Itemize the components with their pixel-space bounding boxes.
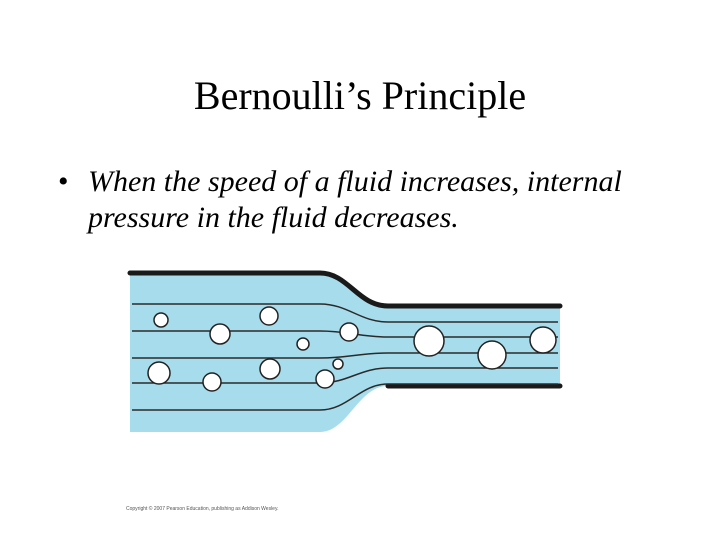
bubble (153, 312, 169, 328)
bullet-text: When the speed of a fluid increases, int… (88, 165, 622, 234)
bubble (529, 326, 557, 354)
bubble (147, 361, 171, 385)
bernoulli-pipe-diagram (127, 270, 563, 432)
bubble (413, 325, 445, 357)
slide-title: Bernoulli’s Principle (193, 73, 527, 118)
bubble (332, 358, 344, 370)
bullet-dot-icon: • (58, 165, 69, 198)
bubble (202, 372, 222, 392)
streamline (132, 303, 558, 323)
bubble (477, 340, 507, 370)
copyright-notice: Copyright © 2007 Pearson Education, publ… (126, 506, 279, 512)
streamline (132, 383, 558, 411)
bubble (339, 322, 359, 342)
bubble (296, 337, 310, 351)
bubble (209, 323, 231, 345)
fluid-region (130, 273, 560, 432)
pipe-top-wall (127, 270, 563, 309)
bubble (315, 369, 335, 389)
bubble (259, 306, 279, 326)
streamline (132, 352, 558, 359)
bubble (259, 358, 281, 380)
